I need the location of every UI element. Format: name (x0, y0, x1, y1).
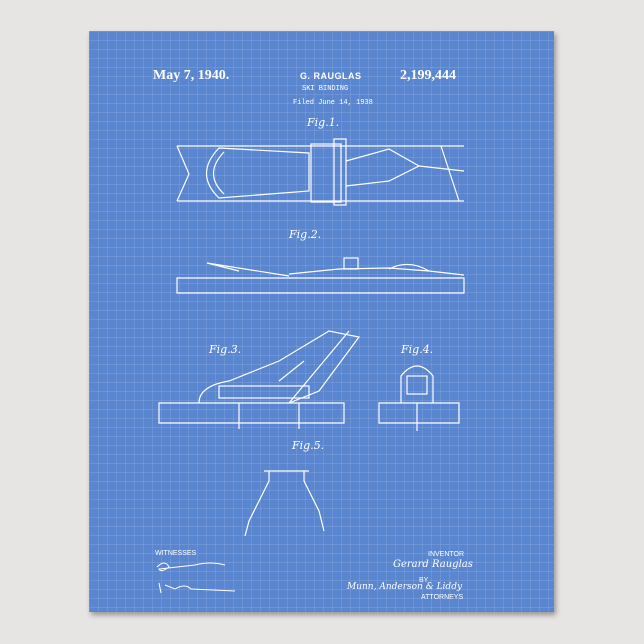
fig1-label: Fig.1. (306, 116, 339, 129)
figure-1: Fig.1. (177, 116, 464, 205)
fig4-label: Fig.4. (400, 343, 433, 356)
patent-poster: May 7, 1940. G. RAUGLAS 2,199,444 SKI BI… (89, 31, 554, 612)
fig5-label: Fig.5. (291, 439, 324, 452)
figure-3: Fig.3. (159, 331, 359, 429)
witness-signature (155, 559, 235, 602)
figure-5: Fig.5. (245, 439, 324, 536)
figure-4: Fig.4. (379, 343, 459, 431)
figure-2: Fig.2. (177, 228, 464, 293)
attorneys-signature: Munn, Anderson & Liddy (347, 582, 462, 592)
fig2-label: Fig.2. (288, 228, 321, 241)
attorneys-label: ATTORNEYS (421, 594, 463, 601)
witnesses-label: WITNESSES (155, 550, 196, 557)
patent-drawings: Fig.1. Fig.2. Fig.3. (89, 31, 554, 612)
inventor-signature: Gerard Rauglas (393, 559, 473, 570)
fig3-label: Fig.3. (208, 343, 241, 356)
inventor-label: INVENTOR (428, 551, 464, 558)
